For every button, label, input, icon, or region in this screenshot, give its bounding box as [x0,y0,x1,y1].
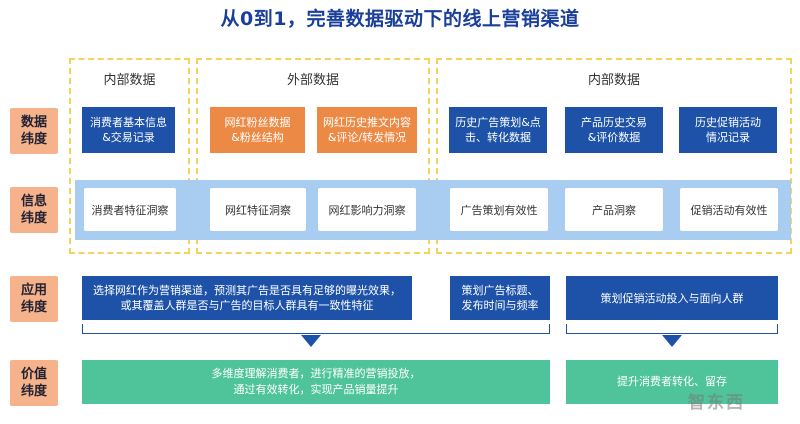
row-label-app: 应用 纬度 [10,276,58,322]
bracket-right [566,324,778,334]
row-label-data: 数据 纬度 [10,108,58,154]
info-box-consumer-insight: 消费者特征洞察 [84,188,176,231]
info-box-product-insight: 产品洞察 [565,188,663,231]
row-label-info: 信息 纬度 [10,187,58,233]
app-box-influencer-channel: 选择网红作为营销渠道，预测其广告是否具有足够的曝光效果， 或其覆盖人群是否与广告… [82,276,412,320]
info-box-influencer-insight: 网红特征洞察 [210,188,306,231]
watermark: 智东西 [688,393,745,413]
group-label-internal-1: 内部数据 [103,73,156,88]
arrow-down-right [662,335,682,347]
value-box-conversion-retention: 提升消费者转化、留存 [566,360,778,404]
group-internal-2-frame [436,58,792,254]
bracket-left [82,324,550,334]
info-box-influencer-impact: 网红影响力洞察 [318,188,416,231]
data-box-influencer-fans: 网红粉丝数据 &粉丝结构 [210,107,305,153]
group-internal-1-frame [69,58,190,254]
app-box-promo-planning: 策划促销活动投入与面向人群 [566,276,778,320]
data-box-promo-history: 历史促销活动 情况记录 [679,107,777,153]
group-label-internal-2: 内部数据 [587,73,640,88]
app-box-ad-planning: 策划广告标题、 发布时间与频率 [450,276,550,320]
data-box-ad-history: 历史广告策划&点 击、转化数据 [449,107,547,153]
arrow-down-left [301,335,321,347]
value-box-consumer-understanding: 多维度理解消费者，进行精准的营销投放， 通过有效转化，实现产品销量提升 [82,360,550,404]
info-box-promo-effectiveness: 促销活动有效性 [680,188,778,231]
group-label-external: 外部数据 [286,73,339,88]
info-band [75,180,791,240]
info-box-ad-effectiveness: 广告策划有效性 [450,188,548,231]
page-title: 从0到1，完善数据驱动下的线上营销渠道 [220,8,580,30]
group-external-frame [196,58,430,254]
data-box-consumer: 消费者基本信息 &交易记录 [82,107,175,153]
data-box-product-history: 产品历史交易 &评价数据 [565,107,663,153]
row-label-value: 价值 纬度 [10,360,58,406]
data-box-influencer-posts: 网红历史推文内容 &评论/转发情况 [317,107,417,153]
